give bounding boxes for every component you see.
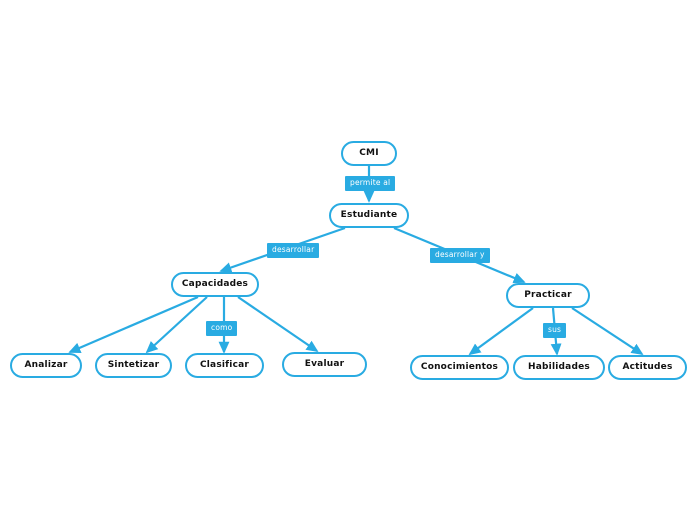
node-analizar-label: Analizar <box>24 360 68 370</box>
node-clasificar-label: Clasificar <box>199 360 250 370</box>
edge-label-permite-al[interactable]: permite al <box>345 176 396 191</box>
node-estudiante-label: Estudiante <box>340 210 398 220</box>
edge-practicar-actitudes <box>571 307 644 355</box>
edge-label-como[interactable]: como <box>206 321 238 336</box>
node-habilidades[interactable]: Habilidades <box>513 355 605 380</box>
node-actitudes-label: Actitudes <box>622 362 673 372</box>
edge-label-desarrollar-y[interactable]: desarrollar y <box>430 248 490 263</box>
edge-practicar-conocimientos <box>468 307 534 356</box>
node-clasificar[interactable]: Clasificar <box>185 353 264 378</box>
node-sintetizar[interactable]: Sintetizar <box>95 353 172 378</box>
node-analizar[interactable]: Analizar <box>10 353 82 378</box>
node-cmi[interactable]: CMI <box>341 141 397 166</box>
node-actitudes[interactable]: Actitudes <box>608 355 687 380</box>
node-conocimientos[interactable]: Conocimientos <box>410 355 509 380</box>
node-capacidades-label: Capacidades <box>181 279 249 289</box>
node-habilidades-label: Habilidades <box>528 362 590 372</box>
node-conocimientos-label: Conocimientos <box>420 362 499 372</box>
node-practicar[interactable]: Practicar <box>506 283 590 308</box>
edge-capacidades-evaluar <box>237 296 319 353</box>
edge-label-sus[interactable]: sus <box>543 323 567 338</box>
edge-capacidades-analizar <box>68 295 199 354</box>
node-practicar-label: Practicar <box>524 290 572 300</box>
node-estudiante[interactable]: Estudiante <box>329 203 409 228</box>
node-capacidades[interactable]: Capacidades <box>171 272 259 297</box>
node-cmi-label: CMI <box>359 148 379 158</box>
node-sintetizar-label: Sintetizar <box>107 360 160 370</box>
node-evaluar-label: Evaluar <box>304 359 345 369</box>
edge-capacidades-sintetizar <box>145 296 208 354</box>
edge-label-desarrollar[interactable]: desarrollar <box>267 243 320 258</box>
node-evaluar[interactable]: Evaluar <box>282 352 367 377</box>
